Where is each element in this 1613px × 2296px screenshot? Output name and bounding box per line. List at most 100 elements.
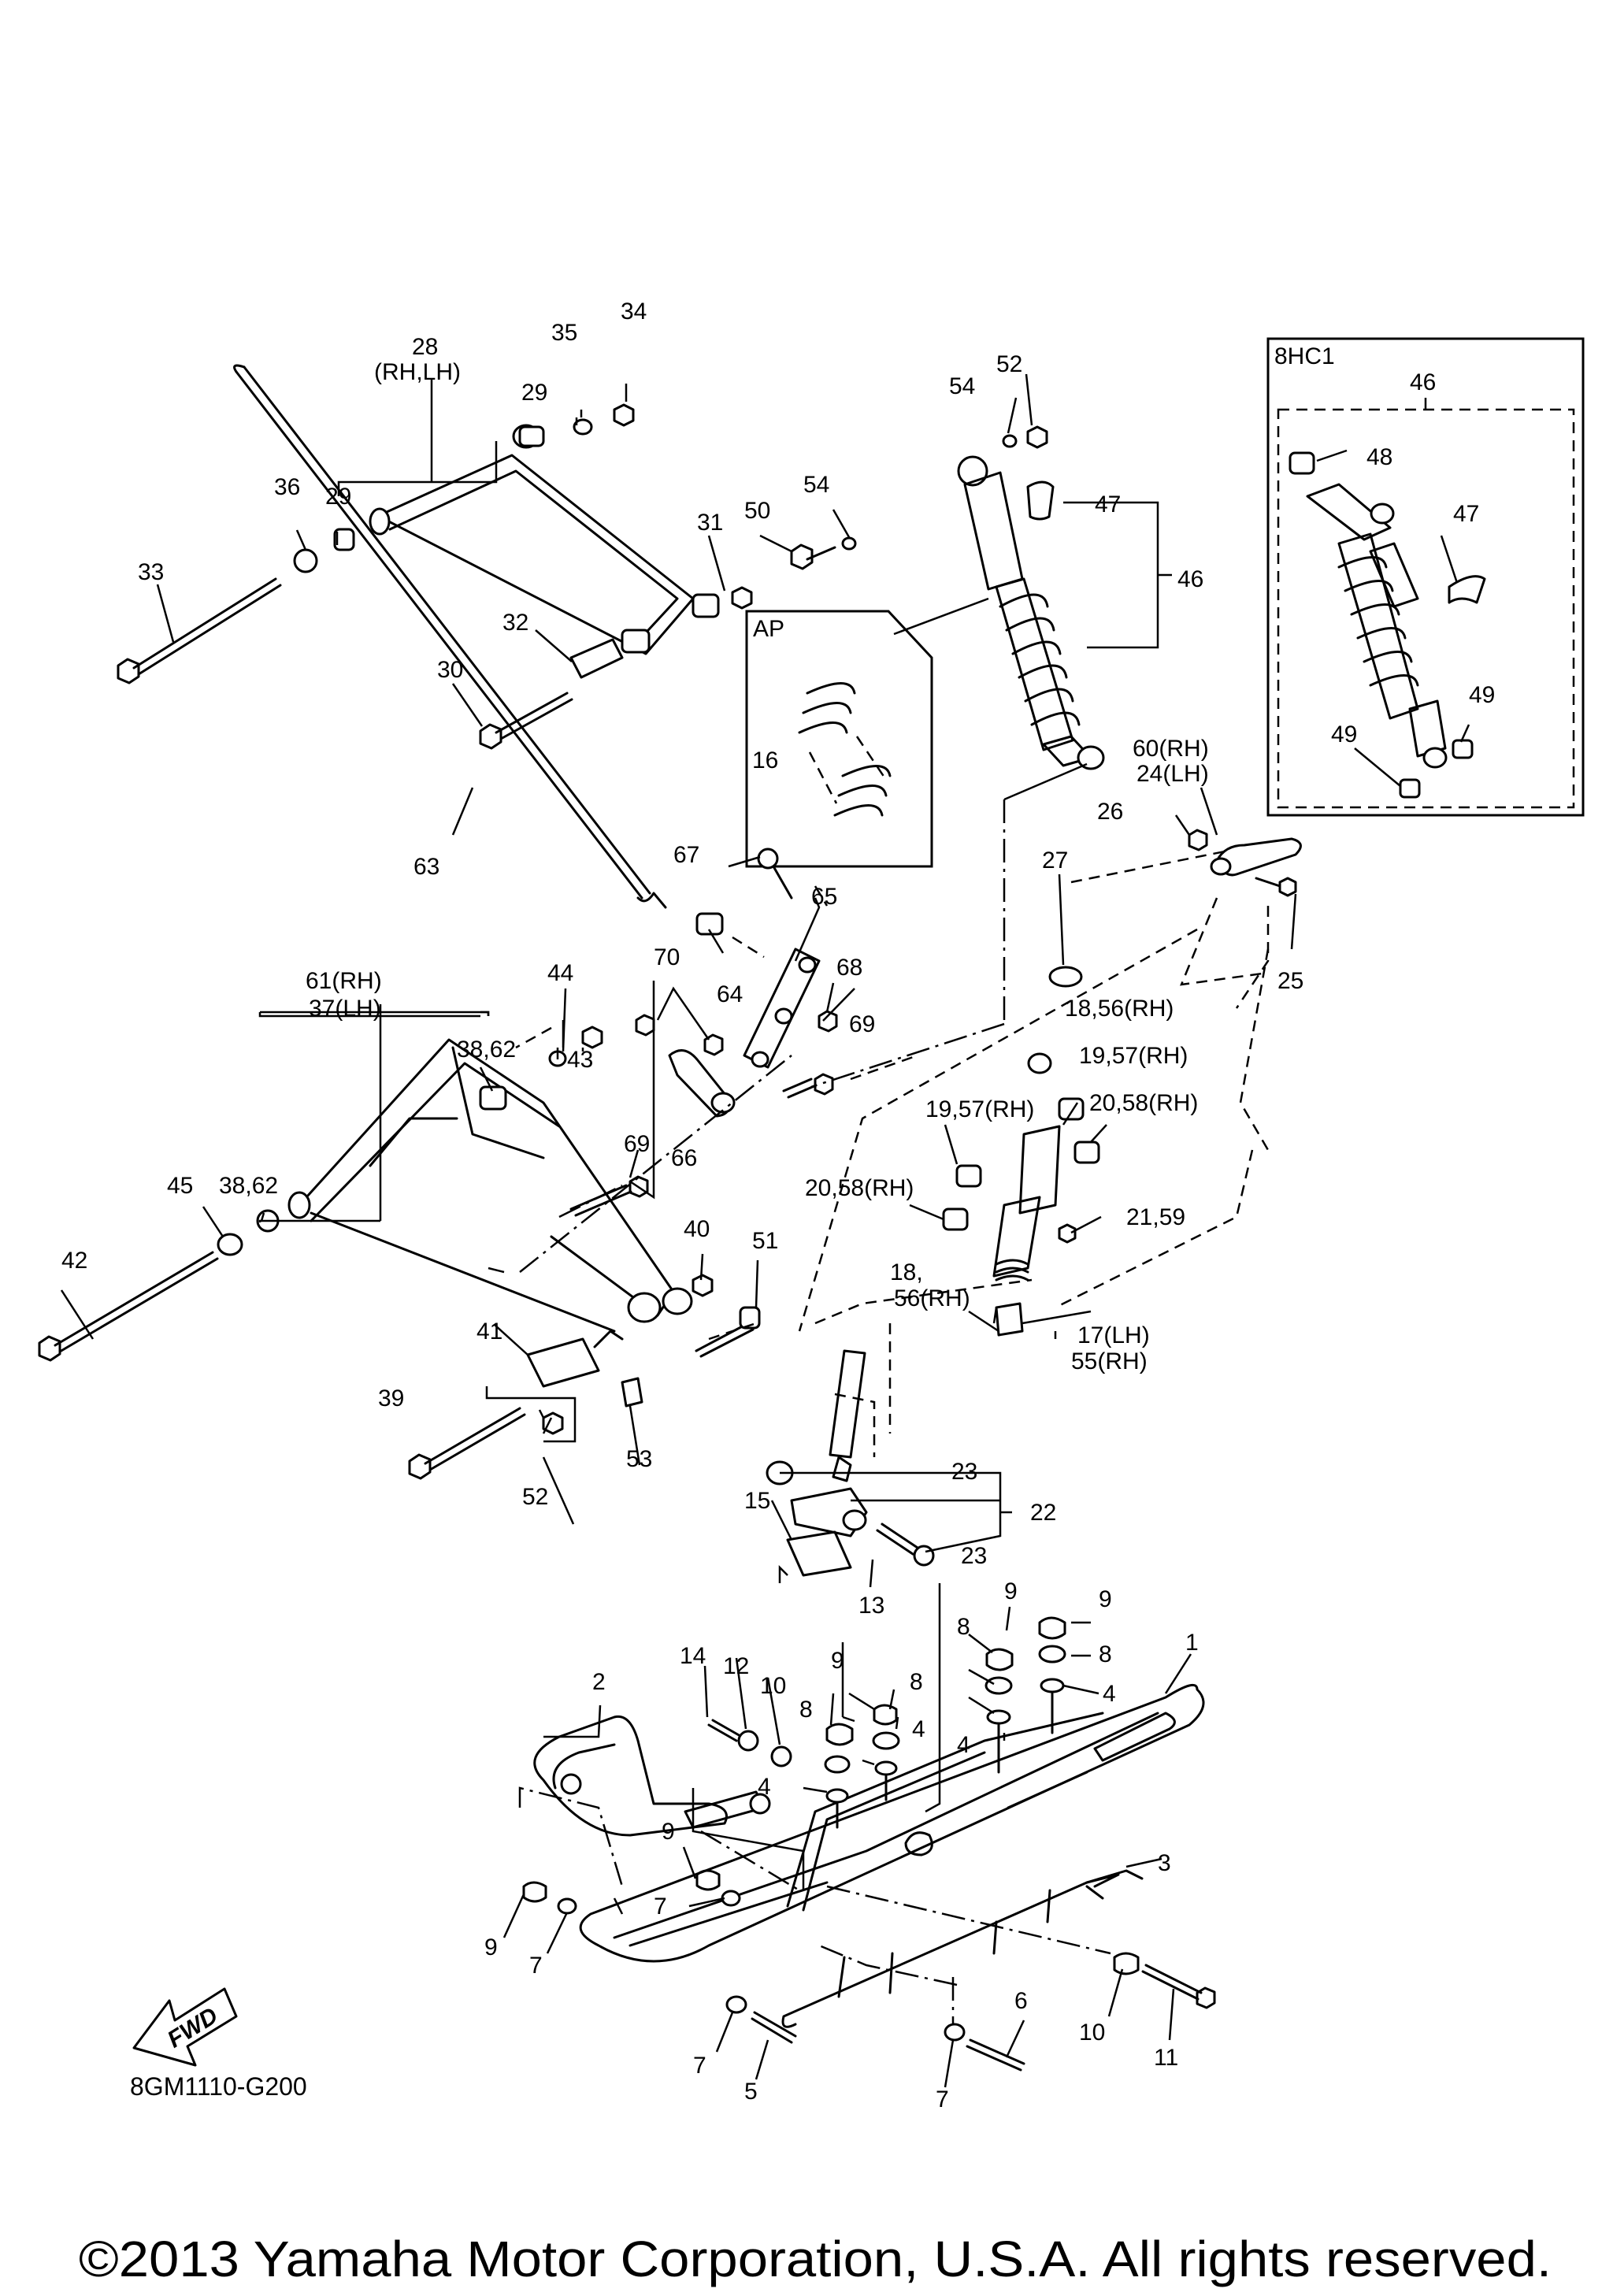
label-3: 3 bbox=[1158, 1850, 1171, 1876]
label-15: 15 bbox=[744, 1488, 770, 1514]
label-18b: 18, bbox=[890, 1259, 923, 1285]
label-33: 33 bbox=[138, 559, 164, 585]
label-4a: 4 bbox=[1103, 1681, 1116, 1707]
label-69b: 69 bbox=[624, 1131, 650, 1157]
label-67: 67 bbox=[673, 842, 699, 868]
label-1856a: 18,56(RH) bbox=[1065, 996, 1174, 1022]
label-9d: 9 bbox=[662, 1819, 675, 1845]
label-17: 17(LH) bbox=[1077, 1322, 1150, 1348]
label-2058a: 20,58(RH) bbox=[1089, 1090, 1198, 1116]
label-30: 30 bbox=[437, 657, 463, 683]
label-31: 31 bbox=[697, 510, 723, 536]
label-46a: 46 bbox=[1177, 566, 1203, 592]
label-23b: 23 bbox=[961, 1543, 987, 1569]
label-44: 44 bbox=[547, 960, 573, 986]
label-51: 51 bbox=[752, 1228, 778, 1254]
label-4c: 4 bbox=[957, 1732, 970, 1758]
label-23a: 23 bbox=[951, 1459, 977, 1485]
label-29a: 29 bbox=[521, 380, 547, 406]
label-9a: 9 bbox=[1004, 1578, 1018, 1604]
label-12: 12 bbox=[723, 1653, 749, 1679]
ski-mount-assembly bbox=[766, 1460, 935, 1577]
label-64: 64 bbox=[717, 981, 743, 1007]
label-70: 70 bbox=[654, 944, 680, 970]
label-26: 26 bbox=[1097, 799, 1123, 825]
label-27: 27 bbox=[1042, 848, 1068, 874]
pin-dash-connectors bbox=[515, 885, 829, 1341]
label-9c: 9 bbox=[831, 1648, 844, 1674]
label-9b: 9 bbox=[1099, 1586, 1112, 1612]
label-4b: 4 bbox=[912, 1716, 925, 1742]
label-7a: 7 bbox=[654, 1894, 667, 1920]
label-63: 63 bbox=[413, 854, 439, 880]
label-45: 45 bbox=[167, 1173, 193, 1199]
label-13: 13 bbox=[858, 1593, 884, 1619]
label-47b: 47 bbox=[1453, 501, 1479, 527]
label-55: 55(RH) bbox=[1071, 1348, 1148, 1374]
label-35: 35 bbox=[551, 320, 577, 346]
label-2159: 21,59 bbox=[1126, 1204, 1185, 1230]
label-42: 42 bbox=[61, 1248, 87, 1274]
label-41: 41 bbox=[476, 1319, 502, 1345]
label-49a: 49 bbox=[1469, 682, 1495, 708]
copyright-footer: ©2013 Yamaha Motor Corporation, U.S.A. A… bbox=[79, 2231, 1552, 2287]
label-28: 28 bbox=[412, 334, 438, 360]
label-5: 5 bbox=[744, 2079, 758, 2105]
label-2058b: 20,58(RH) bbox=[805, 1175, 914, 1201]
label-11: 11 bbox=[1154, 2045, 1178, 2071]
label-69a: 69 bbox=[849, 1011, 875, 1037]
label-50: 50 bbox=[744, 498, 770, 524]
label-29b: 29 bbox=[325, 484, 351, 510]
ski-hardware bbox=[522, 1616, 1216, 2072]
label-34: 34 bbox=[621, 299, 647, 325]
diagram-code: 8GM1110-G200 bbox=[130, 2072, 307, 2101]
link-rod-assembly bbox=[635, 848, 838, 1118]
label-10a: 10 bbox=[760, 1673, 786, 1699]
label-24: 24(LH) bbox=[1137, 761, 1209, 787]
reference-lines bbox=[488, 762, 1270, 2024]
fwd-arrow-icon: FWD bbox=[132, 1987, 238, 2067]
label-54b: 54 bbox=[949, 373, 975, 399]
label-9e: 9 bbox=[484, 1934, 498, 1960]
label-61: 61(RH) bbox=[306, 968, 382, 994]
label-48: 48 bbox=[1366, 444, 1392, 470]
label-43: 43 bbox=[567, 1047, 593, 1073]
callout-labels: 28 (RH,LH) 35 34 29 29 36 33 31 50 54 54… bbox=[61, 299, 1495, 2112]
label-52b: 52 bbox=[522, 1484, 548, 1510]
label-3862b: 38,62 bbox=[219, 1173, 278, 1199]
label-65: 65 bbox=[811, 884, 837, 910]
label-46b: 46 bbox=[1410, 369, 1436, 395]
label-6: 6 bbox=[1014, 1988, 1028, 2014]
label-2: 2 bbox=[592, 1669, 606, 1695]
label-32: 32 bbox=[502, 610, 528, 636]
label-8c: 8 bbox=[910, 1669, 923, 1695]
label-49b: 49 bbox=[1331, 721, 1357, 747]
8hc1-shock-detail bbox=[1266, 337, 1585, 817]
leader-lines bbox=[60, 373, 1470, 2088]
upper-arm-assembly bbox=[117, 403, 1048, 750]
label-8b: 8 bbox=[1099, 1641, 1112, 1667]
label-60: 60(RH) bbox=[1133, 736, 1209, 762]
label-10b: 10 bbox=[1079, 2020, 1105, 2046]
label-54a: 54 bbox=[803, 472, 829, 498]
label-7b: 7 bbox=[529, 1953, 543, 1979]
label-39: 39 bbox=[378, 1385, 404, 1411]
label-8hc1: 8HC1 bbox=[1274, 343, 1335, 369]
label-53: 53 bbox=[626, 1446, 652, 1472]
label-40: 40 bbox=[684, 1216, 710, 1242]
label-8a: 8 bbox=[957, 1614, 970, 1640]
label-7c: 7 bbox=[693, 2053, 706, 2079]
label-3862a: 38,62 bbox=[457, 1037, 516, 1063]
label-1: 1 bbox=[1185, 1630, 1199, 1656]
label-37: 37(LH) bbox=[309, 996, 381, 1022]
label-1957a: 19,57(RH) bbox=[1079, 1043, 1188, 1069]
label-7d: 7 bbox=[936, 2086, 949, 2112]
label-22: 22 bbox=[1030, 1500, 1056, 1526]
shock-absorber bbox=[957, 455, 1105, 770]
label-28-sub: (RH,LH) bbox=[374, 359, 461, 385]
label-68: 68 bbox=[836, 955, 862, 981]
label-56b: 56(RH) bbox=[894, 1285, 970, 1311]
label-36: 36 bbox=[274, 474, 300, 500]
label-47a: 47 bbox=[1095, 491, 1121, 517]
